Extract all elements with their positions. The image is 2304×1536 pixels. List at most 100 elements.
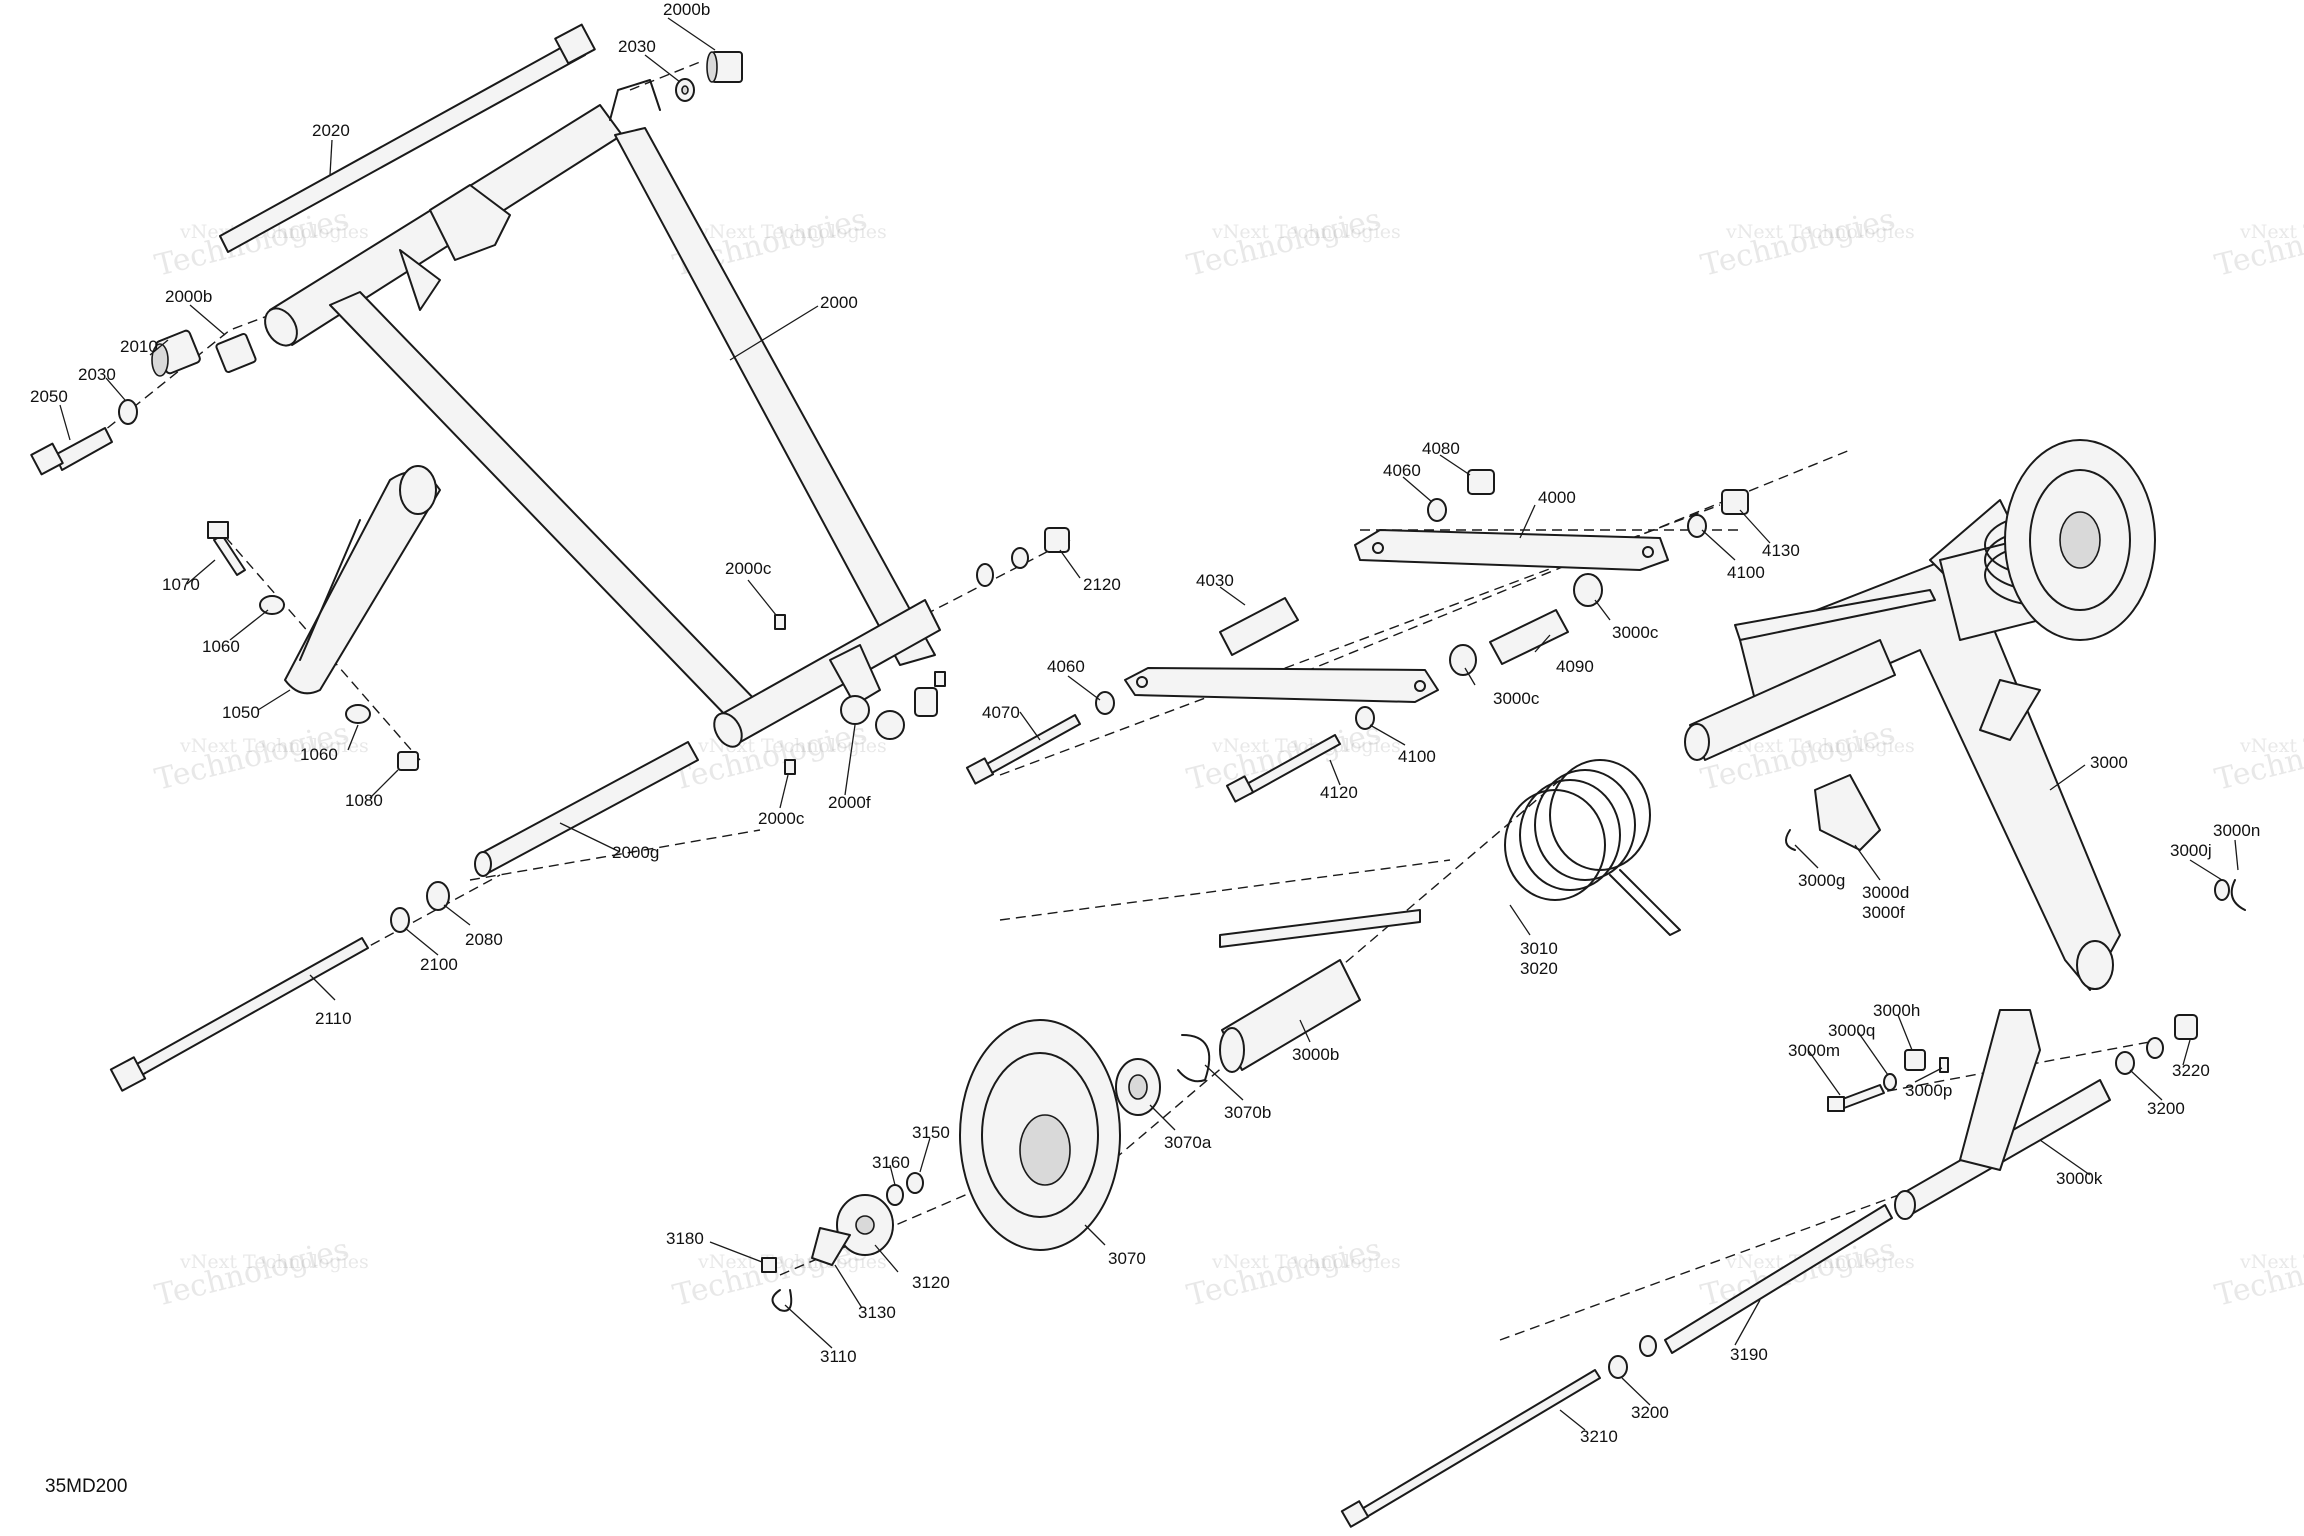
callout-3000c-a: 3000c	[1612, 623, 1659, 642]
callout-3000f: 3000f	[1862, 903, 1905, 922]
link-4000	[1354, 529, 1669, 571]
callout-2080: 2080	[465, 930, 503, 949]
callout-1050: 1050	[222, 703, 260, 722]
callout-2000c-a: 2000c	[725, 559, 772, 578]
tube-4090	[1489, 609, 1569, 665]
nut-4130	[1721, 489, 1749, 515]
washer-3150	[906, 1172, 924, 1194]
callout-3000c-b: 3000c	[1493, 689, 1540, 708]
svg-text:vNext Technologies: vNext Technologies	[2239, 735, 2304, 757]
watermark: vNext Technologies Technologies	[1183, 1232, 1400, 1314]
callout-3000j: 3000j	[2170, 841, 2212, 860]
callout-4070: 4070	[982, 703, 1020, 722]
bushing-3000c-a	[1573, 573, 1603, 607]
callout-2000b-top: 2000b	[663, 0, 710, 19]
callout-4100-a: 4100	[1727, 563, 1765, 582]
svg-text:Technologies: Technologies	[1697, 202, 1898, 284]
wheel-3070	[959, 1019, 1121, 1251]
callout-4060-b: 4060	[1047, 657, 1085, 676]
hardware-2120	[976, 527, 1070, 587]
callout-3000p: 3000p	[1905, 1081, 1952, 1100]
washer-3200-d	[1639, 1335, 1657, 1357]
bracket-3000-right	[1979, 679, 2041, 741]
watermark: vNext Technologies Technologies	[1183, 202, 1400, 284]
callout-3150: 3150	[912, 1123, 950, 1142]
shaft-2000g	[474, 741, 699, 877]
svg-text:Technologies: Technologies	[151, 202, 352, 284]
callout-4120: 4120	[1320, 783, 1358, 802]
watermark: vNext Technologies Technologies	[2211, 716, 2304, 798]
sleeve-3000b	[1219, 959, 1361, 1073]
bolt-4120	[1225, 734, 1341, 803]
washer-1060-upper	[259, 595, 285, 615]
svg-text:vNext Technologies: vNext Technologies	[1211, 735, 1401, 757]
washer-4100-a	[1687, 514, 1707, 538]
washer-3160	[886, 1184, 904, 1206]
clip-3110	[771, 1289, 793, 1312]
callout-2100: 2100	[420, 955, 458, 974]
bolt-1070	[207, 521, 246, 576]
callout-3000b: 3000b	[1292, 1045, 1339, 1064]
svg-text:vNext Technologies: vNext Technologies	[1211, 1251, 1401, 1273]
washer-4060-top	[1427, 498, 1447, 522]
callout-3000h: 3000h	[1873, 1001, 1920, 1020]
callout-2000: 2000	[820, 293, 858, 312]
blade-3000	[1734, 589, 1936, 641]
callout-4130: 4130	[1762, 541, 1800, 560]
callout-2120: 2120	[1083, 575, 1121, 594]
nut-3000h	[1904, 1049, 1926, 1071]
callout-3000g: 3000g	[1798, 871, 1845, 890]
bolt-4070	[965, 714, 1081, 785]
callout-3000q: 3000q	[1828, 1021, 1875, 1040]
svg-text:vNext Technologies: vNext Technologies	[1211, 221, 1401, 243]
bolt-3000m	[1827, 1084, 1885, 1112]
callout-3000m: 3000m	[1788, 1041, 1840, 1060]
callout-3000d: 3000d	[1862, 883, 1909, 902]
grease-fittings-2000c	[774, 614, 946, 775]
callout-2050: 2050	[30, 387, 68, 406]
callout-3120: 3120	[912, 1273, 950, 1292]
callout-3220: 3220	[2172, 1061, 2210, 1080]
pin-3000p	[1939, 1057, 1949, 1073]
callout-3130: 3130	[858, 1303, 896, 1322]
callout-3070b: 3070b	[1224, 1103, 1271, 1122]
bolt-2110	[109, 937, 369, 1092]
callout-3210: 3210	[1580, 1427, 1618, 1446]
svg-text:Technologies: Technologies	[151, 1232, 352, 1314]
washer-2100	[390, 907, 410, 933]
callout-4080: 4080	[1422, 439, 1460, 458]
bracket-3130	[811, 1227, 851, 1266]
svg-text:vNext Technologies: vNext Technologies	[1725, 735, 1915, 757]
leader-lines	[59, 17, 2239, 1431]
washer-1060-lower	[345, 704, 371, 724]
nut-4080	[1467, 469, 1495, 495]
bolt-2020	[219, 23, 596, 253]
washer-4100-b	[1355, 706, 1375, 730]
svg-text:vNext Technologies: vNext Technologies	[1725, 221, 1915, 243]
svg-text:vNext Technologies: vNext Technologies	[697, 221, 887, 243]
callout-2110: 2110	[315, 1009, 352, 1028]
callout-3180: 3180	[666, 1229, 704, 1248]
torsion-spring-3010	[1219, 759, 1681, 948]
callout-3010: 3010	[1520, 939, 1558, 958]
bearing-3070a	[1115, 1058, 1161, 1116]
callout-3190: 3190	[1730, 1345, 1768, 1364]
callout-2000f: 2000f	[828, 793, 871, 812]
callout-2030-top: 2030	[618, 37, 656, 56]
svg-text:vNext Technologies: vNext Technologies	[179, 1251, 369, 1273]
washer-3200-b	[2146, 1037, 2164, 1059]
callout-3000: 3000	[2090, 753, 2128, 772]
washer-3200-a	[2115, 1051, 2135, 1075]
bolt-3180	[761, 1257, 777, 1273]
tube-4030	[1219, 597, 1299, 656]
callout-4100-b: 4100	[1398, 747, 1436, 766]
bracket-3000k	[1894, 1009, 2111, 1220]
svg-text:Technologies: Technologies	[669, 716, 870, 798]
callout-1070: 1070	[162, 575, 200, 594]
bushing-2010	[151, 329, 201, 377]
tube-3190	[1664, 1204, 1893, 1354]
washer-2080	[426, 881, 450, 911]
callout-2000g: 2000g	[612, 843, 659, 862]
bushing-3000c-b	[1449, 644, 1477, 676]
